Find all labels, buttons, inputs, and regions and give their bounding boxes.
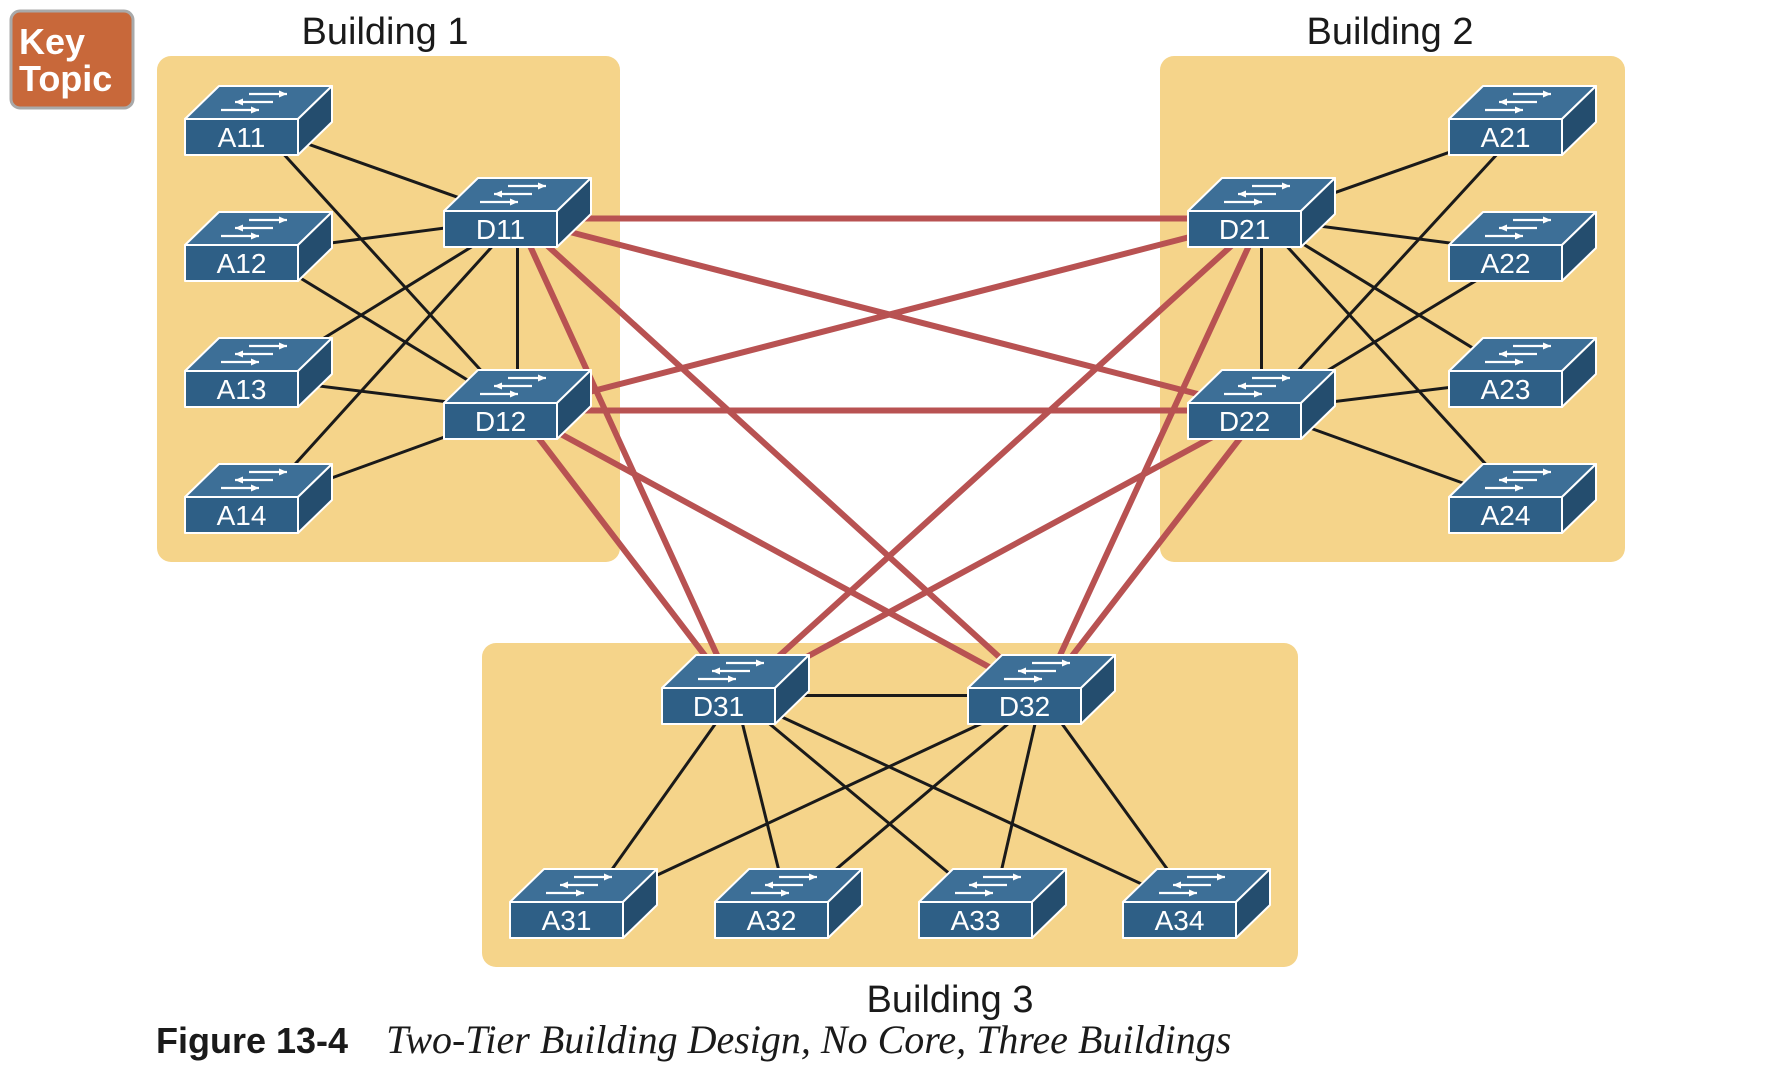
- switch-A12: A12: [184, 211, 333, 282]
- switch-D21: D21: [1187, 177, 1336, 248]
- workgroup-switch-icon: [443, 369, 592, 440]
- switch-label: A24: [1481, 500, 1531, 531]
- badge-line-1: Key: [19, 21, 85, 62]
- switch-D31: D31: [661, 654, 810, 725]
- workgroup-switch-icon: [184, 337, 333, 408]
- workgroup-switch-icon: [1448, 211, 1597, 282]
- switch-label: A12: [217, 248, 267, 279]
- switch-D22: D22: [1187, 369, 1336, 440]
- switch-label: A22: [1481, 248, 1531, 279]
- figure-number: Figure 13-4: [156, 1020, 349, 1061]
- figure-caption: Figure 13-4 Two-Tier Building Design, No …: [156, 1016, 1231, 1063]
- building-label-b2: Building 2: [1307, 11, 1474, 53]
- workgroup-switch-icon: [1448, 463, 1597, 534]
- switch-A24: A24: [1448, 463, 1597, 534]
- switch-label: A33: [951, 905, 1001, 936]
- workgroup-switch-icon: [1187, 177, 1336, 248]
- switch-A31: A31: [509, 868, 658, 939]
- switch-A32: A32: [714, 868, 863, 939]
- link-D12-D31: [514, 407, 739, 699]
- workgroup-switch-icon: [509, 868, 658, 939]
- switch-label: A11: [218, 122, 266, 153]
- workgroup-switch-icon: [1448, 85, 1597, 156]
- switch-label: D32: [999, 691, 1050, 722]
- link-D22-D32: [1038, 407, 1265, 699]
- switch-label: A23: [1481, 374, 1531, 405]
- workgroup-switch-icon: [661, 654, 810, 725]
- switch-label: D22: [1219, 406, 1270, 437]
- workgroup-switch-icon: [1187, 369, 1336, 440]
- link-D12-D21: [514, 215, 1265, 414]
- link-D11-D32: [514, 215, 1045, 699]
- switch-D12: D12: [443, 369, 592, 440]
- building-label-b1: Building 1: [302, 11, 469, 53]
- switch-label: A34: [1155, 905, 1205, 936]
- switch-A34: A34: [1122, 868, 1271, 939]
- switch-A22: A22: [1448, 211, 1597, 282]
- workgroup-switch-icon: [184, 211, 333, 282]
- switch-label: D12: [475, 406, 526, 437]
- switch-D11: D11: [443, 177, 592, 248]
- switch-A13: A13: [184, 337, 333, 408]
- switch-A14: A14: [184, 463, 333, 534]
- switch-label: A31: [542, 905, 592, 936]
- link-D11-D31: [514, 215, 739, 699]
- workgroup-switch-icon: [1448, 337, 1597, 408]
- switch-label: A32: [747, 905, 797, 936]
- link-D21-D32: [1038, 215, 1265, 699]
- switch-label: D21: [1219, 214, 1270, 245]
- switch-D32: D32: [967, 654, 1116, 725]
- building-label-b3: Building 3: [867, 979, 1034, 1021]
- switch-label: D11: [476, 214, 525, 245]
- figure-title: Two-Tier Building Design, No Core, Three…: [386, 1017, 1232, 1062]
- switch-A21: A21: [1448, 85, 1597, 156]
- switch-label: D31: [693, 691, 744, 722]
- link-A11-D12: [257, 125, 519, 412]
- workgroup-switch-icon: [443, 177, 592, 248]
- workgroup-switch-icon: [184, 85, 333, 156]
- switch-A11: A11: [184, 85, 333, 156]
- switch-A33: A33: [918, 868, 1067, 939]
- workgroup-switch-icon: [184, 463, 333, 534]
- workgroup-switch-icon: [967, 654, 1116, 725]
- switch-label: A21: [1481, 122, 1531, 153]
- link-A21-D22: [1260, 125, 1524, 412]
- link-A31-D32: [582, 694, 1043, 911]
- switch-label: A14: [217, 500, 267, 531]
- link-A24-D21: [1260, 217, 1524, 506]
- workgroup-switch-icon: [1122, 868, 1271, 939]
- link-D22-D31: [732, 407, 1265, 699]
- badge-line-2: Topic: [19, 58, 112, 99]
- link-A14-D11: [257, 217, 519, 506]
- workgroup-switch-icon: [918, 868, 1067, 939]
- link-D21-D31: [732, 215, 1265, 699]
- link-A34-D31: [734, 694, 1198, 911]
- workgroup-switch-icon: [714, 868, 863, 939]
- switch-label: A13: [217, 374, 267, 405]
- link-D12-D32: [514, 407, 1045, 699]
- switch-A23: A23: [1448, 337, 1597, 408]
